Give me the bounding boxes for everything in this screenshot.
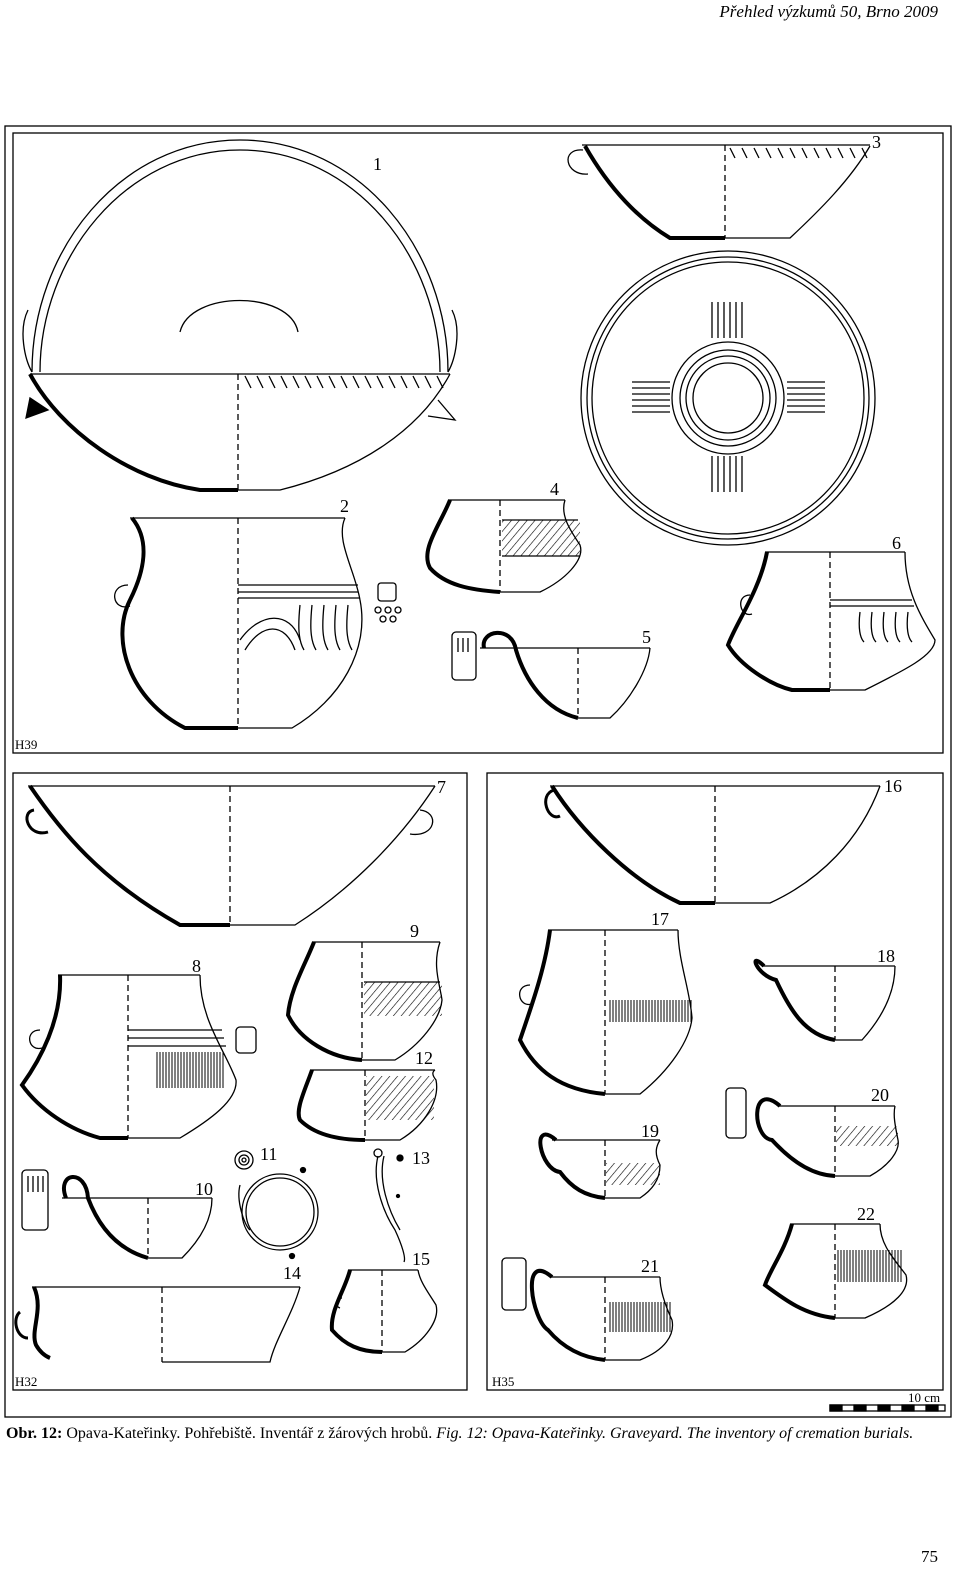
scale-bar — [829, 1404, 946, 1412]
section-label-h32: H32 — [15, 1374, 37, 1389]
vessel-4 — [425, 499, 582, 594]
vessel-16 — [544, 784, 881, 905]
fig-number-13: 13 — [412, 1148, 430, 1168]
fig-number-8: 8 — [192, 956, 201, 976]
fig-number-2: 2 — [340, 496, 349, 516]
fig-number-3: 3 — [872, 132, 881, 152]
fig-number-14: 14 — [283, 1263, 301, 1283]
fig-number-6: 6 — [892, 533, 901, 553]
fig-number-16: 16 — [884, 776, 902, 796]
vessel-5 — [451, 630, 651, 720]
vessel-19 — [538, 1132, 661, 1200]
panel-h39 — [12, 132, 944, 754]
vessel-14 — [14, 1286, 301, 1363]
section-label-h35: H35 — [492, 1374, 514, 1389]
fig-number-1: 1 — [373, 154, 382, 174]
fig-number-9: 9 — [410, 921, 419, 941]
fig-number-5: 5 — [642, 627, 651, 647]
vessel-6 — [725, 551, 936, 692]
caption-text-cz: Opava-Kateřinky. Pohřebiště. Inventář z … — [66, 1425, 433, 1442]
fig-number-11: 11 — [260, 1144, 277, 1164]
fig-number-21: 21 — [641, 1256, 659, 1276]
panel-h35 — [486, 772, 944, 1391]
caption-text-en: Opava-Kateřinky. Graveyard. The inventor… — [491, 1425, 914, 1442]
vessel-1 — [22, 139, 458, 492]
figure-caption: Obr. 12: Opava-Kateřinky. Pohřebiště. In… — [6, 1423, 946, 1444]
artifact-13 — [373, 1148, 406, 1263]
fig-number-12: 12 — [415, 1048, 433, 1068]
vessel-15 — [329, 1269, 438, 1354]
vessel-18 — [753, 958, 896, 1042]
fig-number-20: 20 — [871, 1085, 889, 1105]
vessel-17 — [517, 929, 693, 1096]
page-number: 75 — [921, 1547, 938, 1566]
vessel-22 — [762, 1223, 908, 1320]
vessel-21 — [501, 1257, 674, 1362]
fig-number-4: 4 — [550, 479, 559, 499]
vessel-2 — [114, 516, 402, 730]
fig-number-15: 15 — [412, 1249, 430, 1269]
journal-header: Přehled výzkumů 50, Brno 2009 — [719, 2, 938, 21]
vessel-12 — [296, 1069, 438, 1142]
fig-number-19: 19 — [641, 1121, 659, 1141]
fig-number-22: 22 — [857, 1204, 875, 1224]
caption-label-cz: Obr. 12: — [6, 1425, 63, 1442]
section-label-h39: H39 — [15, 737, 37, 752]
vessel-20 — [725, 1087, 899, 1178]
pottery-plate: 1 2 3 4 5 6 7 8 9 10 11 12 13 14 15 16 1… — [4, 125, 952, 1418]
fig-number-17: 17 — [651, 909, 669, 929]
vessel-8 — [19, 974, 257, 1140]
scale-label: 10 cm — [908, 1390, 940, 1405]
fig-number-10: 10 — [195, 1179, 213, 1199]
caption-label-en: Fig. 12: — [436, 1425, 488, 1442]
panel-h32 — [12, 772, 468, 1391]
vessel-3-plan — [580, 250, 876, 546]
fig-number-18: 18 — [877, 946, 895, 966]
vessel-10 — [21, 1169, 213, 1260]
vessel-3 — [567, 144, 871, 240]
outer-frame — [4, 125, 952, 1418]
fig-number-7: 7 — [437, 777, 446, 797]
vessel-7 — [25, 784, 436, 927]
vessel-9 — [285, 941, 443, 1062]
artifact-11 — [234, 1150, 319, 1260]
